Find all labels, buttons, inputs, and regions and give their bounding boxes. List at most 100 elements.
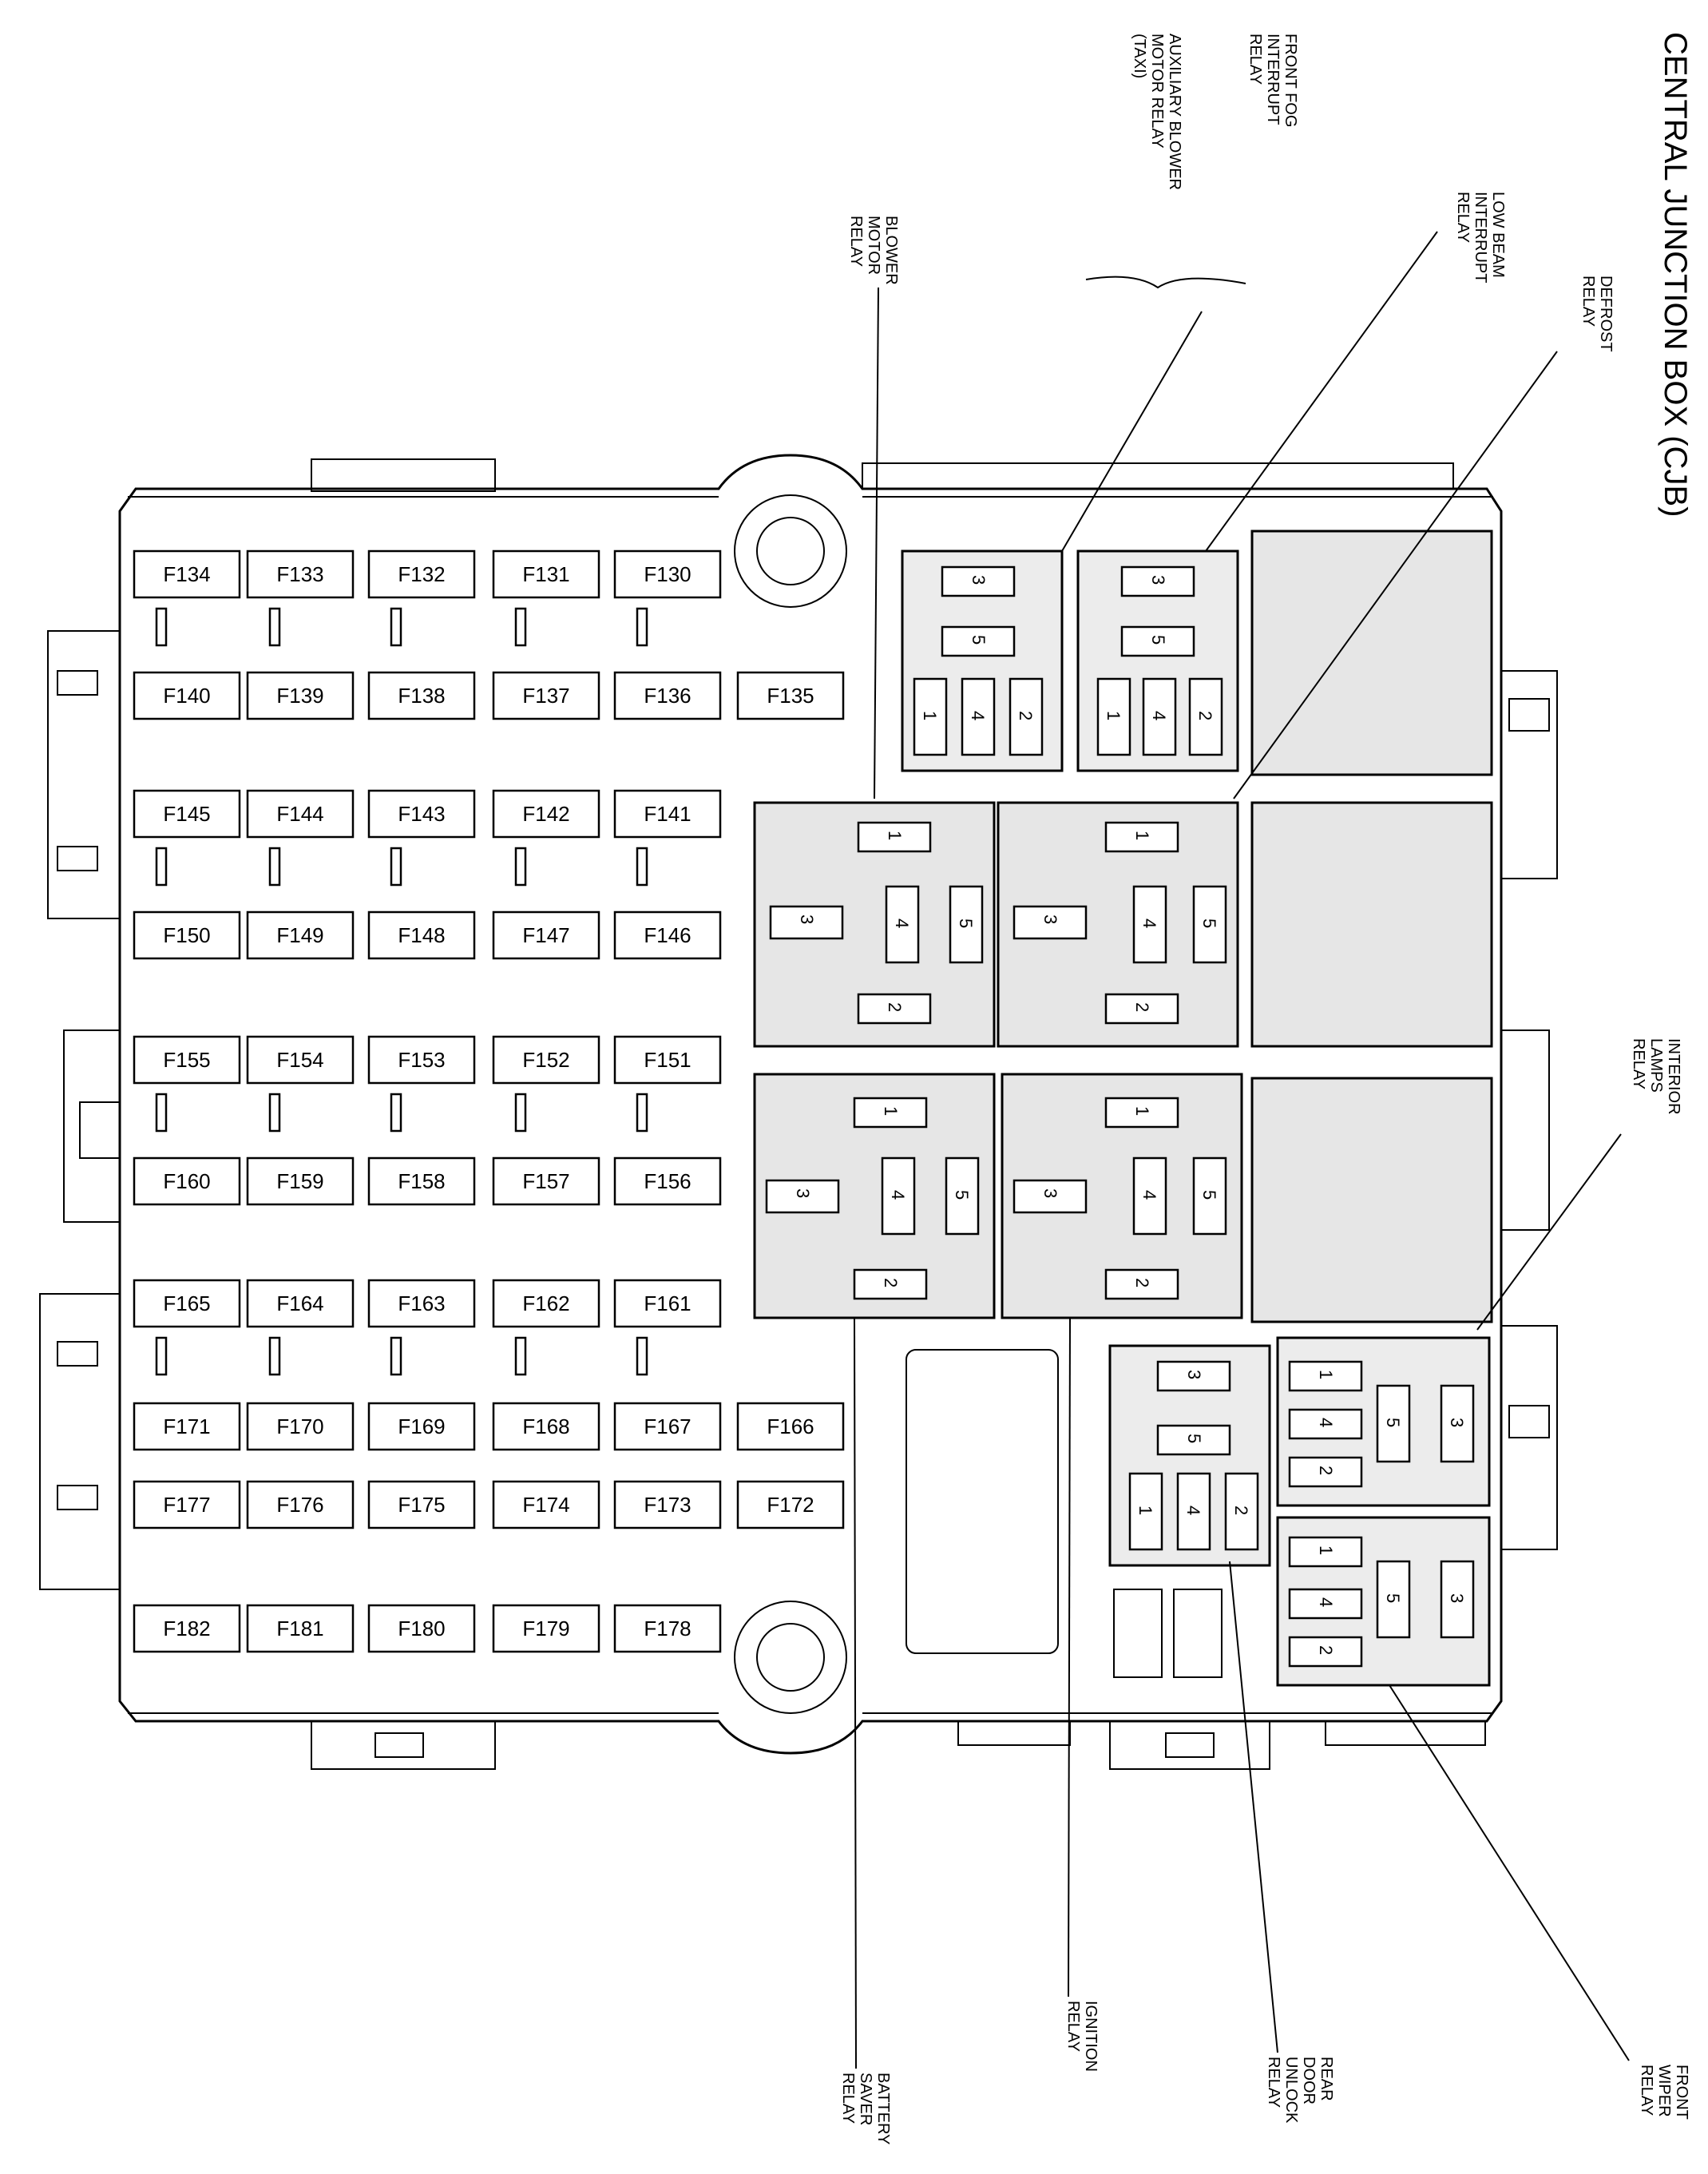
- fuse-label: F163: [398, 1291, 445, 1315]
- fuse-label: F149: [276, 923, 323, 947]
- svg-text:RELAY: RELAY: [1638, 2065, 1655, 2116]
- fuse-label: F154: [276, 1048, 323, 1072]
- pin-label: 2: [1231, 1506, 1251, 1515]
- pin-label: 1: [1132, 831, 1152, 840]
- pin-label: 1: [920, 711, 940, 720]
- fuse-clip: [390, 847, 402, 887]
- fuse-label: F167: [644, 1414, 691, 1438]
- pin-label: 1: [1135, 1506, 1155, 1515]
- fuse-f176: F176: [246, 1480, 355, 1529]
- fuse-f153: F153: [367, 1035, 476, 1085]
- fuse-f179: F179: [492, 1604, 600, 1653]
- rear-door-unlock-relay-label: REAR DOOR UNLOCK RELAY: [1265, 2057, 1335, 2124]
- fuse-clip: [514, 607, 527, 647]
- fuse-f159: F159: [246, 1156, 355, 1206]
- pin-label: 3: [797, 914, 817, 924]
- pin-label: 2: [885, 1002, 905, 1012]
- fuse-label: F165: [163, 1291, 210, 1315]
- fuse-label: F141: [644, 802, 691, 826]
- pin-label: 5: [956, 918, 976, 928]
- pin-label: 4: [1139, 1190, 1159, 1200]
- pin-label: 5: [952, 1190, 972, 1200]
- fuse-clip: [514, 1093, 527, 1133]
- fuse-clip: [268, 847, 281, 887]
- blank-cavity: [906, 1349, 1059, 1654]
- fuse-f163: F163: [367, 1279, 476, 1328]
- pin-label: 5: [1383, 1418, 1403, 1427]
- fuse-f168: F168: [492, 1402, 600, 1451]
- svg-text:DOOR: DOOR: [1300, 2057, 1318, 2105]
- svg-text:LAMPS: LAMPS: [1647, 1038, 1665, 1093]
- fuse-f170: F170: [246, 1402, 355, 1451]
- front-wiper-relay-label: FRONT WIPER RELAY: [1638, 2065, 1690, 2120]
- fuse-label: F159: [276, 1169, 323, 1193]
- fuse-clip: [268, 1336, 281, 1376]
- front-fog-interrupt-relay-label: FRONT FOG INTERRUPT RELAY: [1246, 34, 1299, 127]
- svg-text:FRONT: FRONT: [1673, 2065, 1690, 2120]
- fuse-f169: F169: [367, 1402, 476, 1451]
- pin-label: 5: [1148, 635, 1168, 645]
- leader-lines: [854, 231, 1630, 2069]
- pin-label: 4: [888, 1190, 908, 1200]
- fuse-f150: F150: [133, 910, 241, 960]
- fuse-f143: F143: [367, 789, 476, 839]
- fuse-clip: [155, 1093, 168, 1133]
- fuse-f174: F174: [492, 1480, 600, 1529]
- low-beam-interrupt-relay: 3 5 1 4 2: [1076, 549, 1239, 772]
- fuse-label: F142: [522, 802, 569, 826]
- defrost-relay-label: DEFROST RELAY: [1579, 276, 1615, 352]
- fuse-label: F132: [398, 562, 445, 586]
- pin-label: 5: [969, 635, 989, 645]
- fuse-f156: F156: [613, 1156, 722, 1206]
- pin-label: 1: [1132, 1106, 1152, 1116]
- fuse-label: F161: [644, 1291, 691, 1315]
- fuse-label: F138: [398, 684, 445, 708]
- fuse-f173: F173: [613, 1480, 722, 1529]
- fuse-f167: F167: [613, 1402, 722, 1451]
- svg-text:WIPER: WIPER: [1655, 2065, 1673, 2117]
- fuse-label: F178: [644, 1617, 691, 1640]
- svg-text:INTERIOR: INTERIOR: [1665, 1038, 1682, 1115]
- fuse-f180: F180: [367, 1604, 476, 1653]
- fuse-label: F145: [163, 802, 210, 826]
- pin-label: 2: [1132, 1278, 1152, 1287]
- fuse-f164: F164: [246, 1279, 355, 1328]
- callout-labels: FRONT FOG INTERRUPT RELAY AUXILIARY BLOW…: [839, 34, 1690, 2144]
- fuse-label: F160: [163, 1169, 210, 1193]
- fuse-clip: [268, 607, 281, 647]
- fuse-label: F168: [522, 1414, 569, 1438]
- pin-label: 3: [1447, 1418, 1467, 1427]
- fuse-label: F147: [522, 923, 569, 947]
- fuse-f144: F144: [246, 789, 355, 839]
- battery-saver-relay: 1 3 4 5 2: [753, 1073, 996, 1319]
- pin-label: 3: [969, 575, 989, 585]
- diagram-title: CENTRAL JUNCTION BOX (CJB): [1658, 32, 1693, 517]
- pin-label: 5: [1199, 1190, 1219, 1200]
- fuse-label: F134: [163, 562, 210, 586]
- pin-label: 2: [1132, 1002, 1152, 1012]
- fuse-label: F180: [398, 1617, 445, 1640]
- fuse-label: F139: [276, 684, 323, 708]
- fuse-f152: F152: [492, 1035, 600, 1085]
- empty-relay-cavity: [1250, 801, 1493, 1048]
- svg-text:RELAY: RELAY: [839, 2073, 857, 2124]
- fuse-label: F179: [522, 1617, 569, 1640]
- blower-motor-relay: 1 3 4 5 2: [753, 801, 996, 1048]
- pin-label: 4: [1316, 1597, 1336, 1607]
- fuse-f172: F172: [736, 1480, 845, 1529]
- fuse-label: F175: [398, 1493, 445, 1517]
- fuse-label: F143: [398, 802, 445, 826]
- pin-label: 4: [1149, 711, 1169, 720]
- interior-lamps-relay-label: INTERIOR LAMPS RELAY: [1630, 1038, 1682, 1115]
- pin-label: 2: [1316, 1645, 1336, 1655]
- relay-area: 3 5 1 4 2 3 5 1 4 2: [753, 530, 1493, 1687]
- fuse-clip: [268, 1093, 281, 1133]
- pin-label: 3: [1148, 575, 1168, 585]
- svg-text:AUXILIARY BLOWER: AUXILIARY BLOWER: [1166, 34, 1183, 190]
- fuse-clip: [636, 847, 648, 887]
- pin-label: 2: [1016, 711, 1036, 720]
- fuse-f137: F137: [492, 671, 600, 720]
- pin-label: 5: [1184, 1434, 1204, 1443]
- fuse-label: F135: [767, 684, 814, 708]
- empty-relay-cavity: [1250, 1077, 1493, 1323]
